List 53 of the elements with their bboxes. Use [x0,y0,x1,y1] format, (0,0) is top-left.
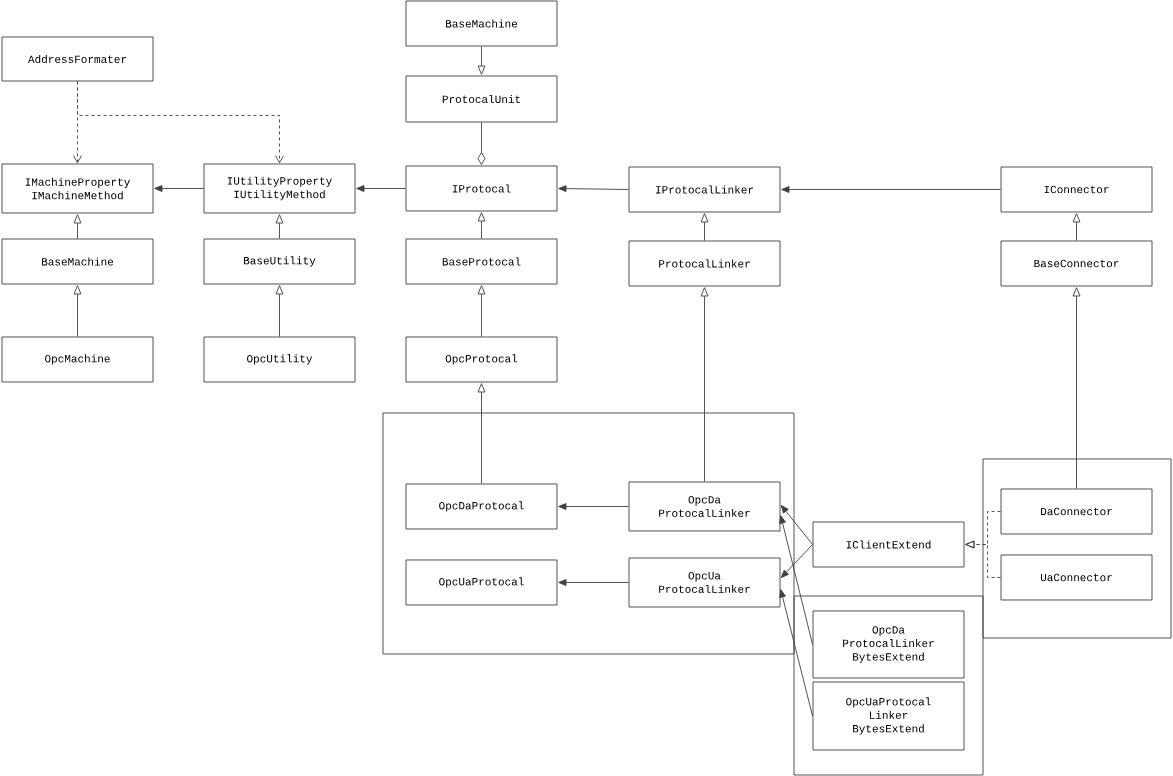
package-frame [382,412,795,655]
inheritance-arrow [477,285,486,337]
class-box: BaseMachine [405,0,558,47]
class-box: IUtilityProperty IUtilityMethod [203,163,356,214]
package-frame [793,595,984,776]
realization-arrow [965,540,1001,578]
inheritance-arrow [700,287,709,482]
class-box: IMachineProperty IMachineMethod [1,163,154,214]
aggregation-line [477,122,486,166]
class-box: ProtocalUnit [405,75,558,123]
inheritance-arrow [477,212,486,239]
inheritance-arrow [1072,287,1081,489]
inheritance-arrow [73,285,82,337]
inheritance-arrow [477,46,486,75]
class-box: BaseMachine [1,238,154,285]
class-box: OpcDa ProtocalLinker [628,481,781,532]
inheritance-arrow [275,214,284,239]
class-box: OpcUtility [203,336,356,383]
class-box: ProtocalLinker [628,240,781,287]
class-box: DaConnector [1000,488,1153,535]
association-arrow [779,589,813,717]
package-frame [982,458,1172,639]
class-box: OpcDa ProtocalLinker BytesExtend [812,610,965,679]
class-box: OpcUaProtocal [405,559,558,606]
association-arrow [780,505,813,545]
association-arrow [558,503,629,510]
association-arrow [558,185,629,193]
class-box: AddressFormater [1,36,154,82]
inheritance-arrow [477,383,486,484]
class-box: IProtocal [405,165,558,212]
class-box: OpcMachine [1,336,154,383]
inheritance-arrow [1072,213,1081,241]
inheritance-arrow [275,285,284,337]
class-box: OpcDaProtocal [405,483,558,530]
class-box: BaseConnector [1000,240,1153,287]
association-arrow [779,515,813,645]
association-arrow [356,185,406,192]
association-arrow [780,544,813,579]
inheritance-arrow [73,214,82,239]
class-box: IProtocalLinker [628,166,781,213]
class-box: IClientExtend [812,521,965,568]
class-box: BaseProtocal [405,238,558,285]
class-box: BaseUtility [203,238,356,285]
dependency-arrow [77,81,284,164]
class-box: UaConnector [1000,554,1153,601]
class-box: OpcUa ProtocalLinker [628,557,781,608]
association-arrow [558,579,629,586]
inheritance-arrow [700,213,709,241]
class-box: IConnector [1000,166,1153,213]
class-box: OpcProtocal [405,336,558,383]
class-box: OpcUaProtocal Linker BytesExtend [812,681,965,751]
association-arrow [781,186,1001,193]
association-arrow [154,185,204,192]
